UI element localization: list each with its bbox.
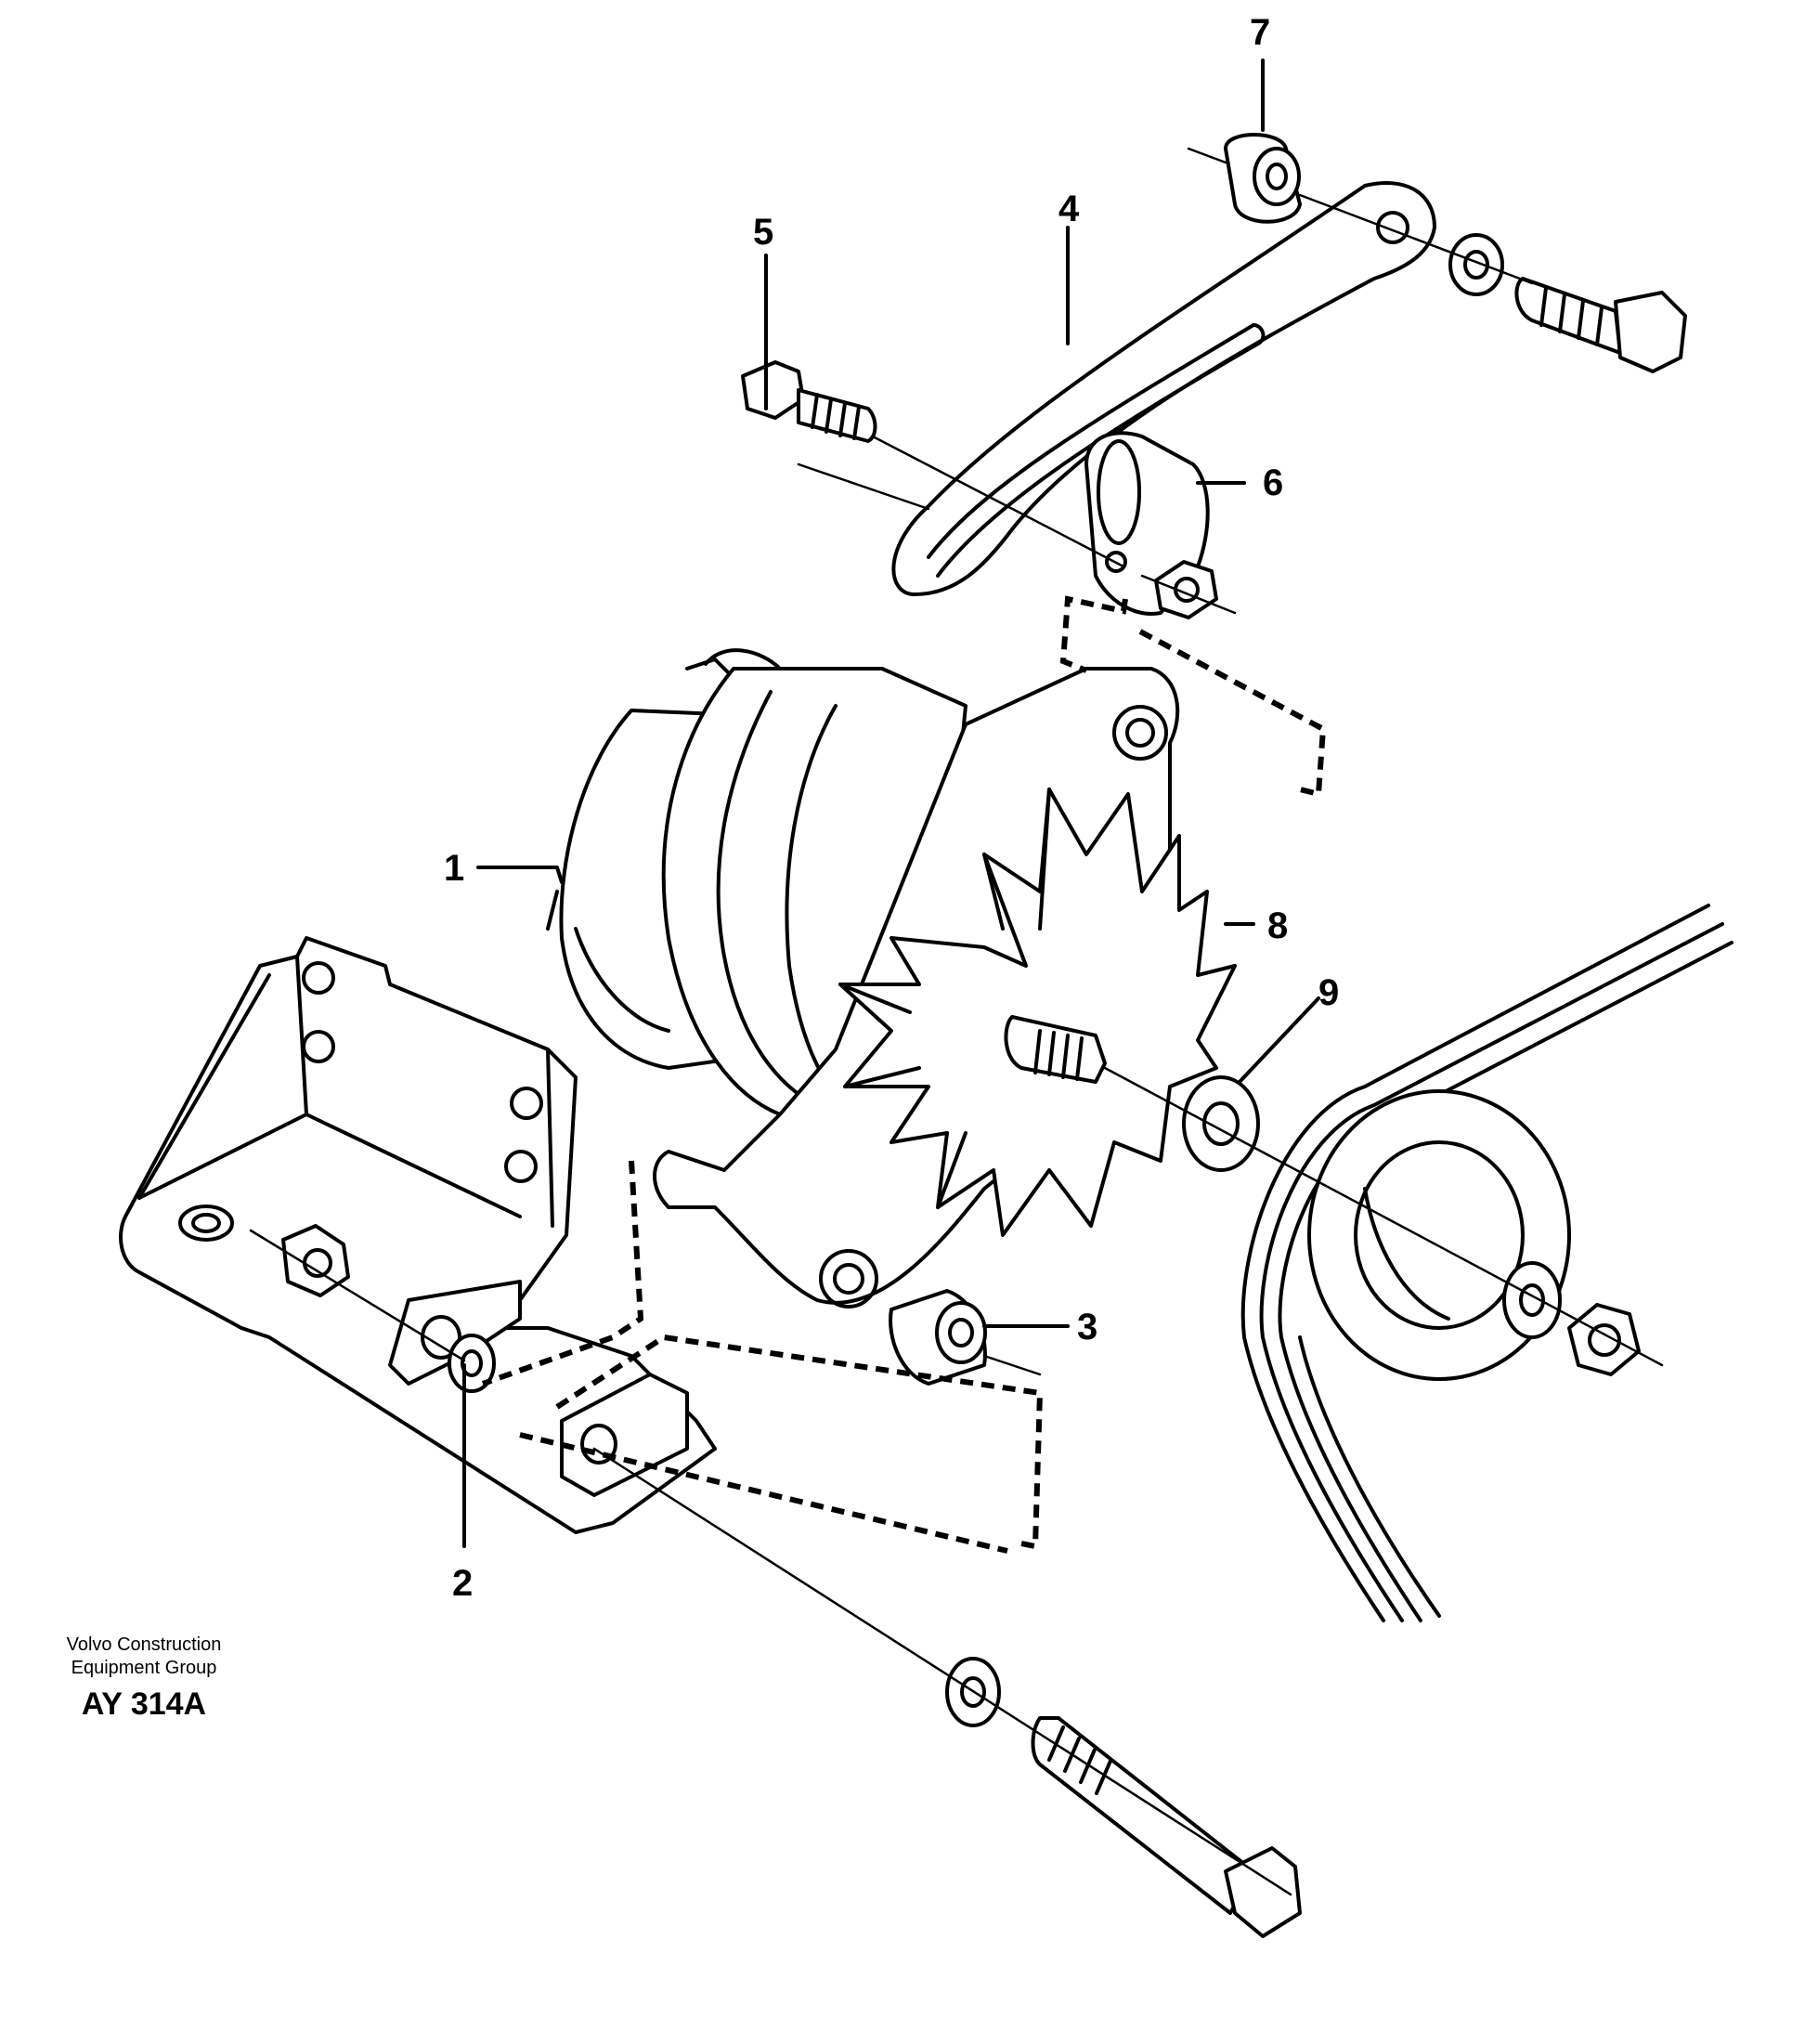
spacer-7 xyxy=(1224,133,1302,224)
mounting-bracket xyxy=(119,936,717,1534)
callout-5: 5 xyxy=(753,212,773,253)
bolt-5 xyxy=(741,360,877,443)
callout-1: 1 xyxy=(444,848,464,889)
callout-2: 2 xyxy=(452,1563,473,1604)
lower-long-bolt xyxy=(1031,1716,1302,1938)
caption-line-2: Equipment Group xyxy=(71,1658,217,1678)
callout-6: 6 xyxy=(1263,462,1283,503)
spacer-3 xyxy=(889,1289,987,1386)
callout-9: 9 xyxy=(1318,972,1339,1013)
callout-leaders xyxy=(462,59,1320,1548)
callout-3: 3 xyxy=(1077,1307,1097,1347)
upper-washer xyxy=(1448,233,1504,296)
alternator-shaft xyxy=(1004,1015,1107,1084)
callout-7: 7 xyxy=(1250,12,1270,53)
dashed-leaders xyxy=(481,595,1327,1554)
clamp-6 xyxy=(1084,431,1218,619)
caption-line-1: Volvo Construction xyxy=(67,1634,222,1655)
pulley-washer xyxy=(1502,1261,1562,1339)
washer-9 xyxy=(1182,1075,1260,1172)
adjusting-arm xyxy=(891,181,1436,596)
caption-code: AY 314A xyxy=(82,1686,206,1722)
callout-8: 8 xyxy=(1267,905,1288,946)
alternator-fan xyxy=(838,788,1237,1237)
washer-2 xyxy=(448,1334,496,1393)
pulley-nut xyxy=(1567,1303,1641,1376)
upper-bolt xyxy=(1514,277,1687,373)
callout-4: 4 xyxy=(1058,189,1080,229)
alignment-lines xyxy=(249,147,1664,1896)
